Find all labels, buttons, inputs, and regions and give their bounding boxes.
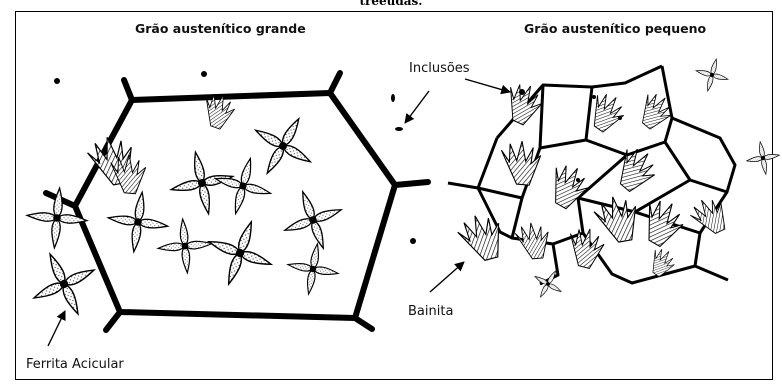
inclusions-arrow-2 (465, 79, 510, 92)
label-bainite: Bainita (408, 304, 453, 319)
small-austenite-grains (391, 55, 782, 305)
bainite-arrow (430, 262, 464, 292)
acicular-ferrite-left (20, 103, 351, 328)
inclusions-right (391, 89, 622, 244)
label-inclusions: Inclusões (409, 61, 470, 76)
inclusions-left (54, 71, 207, 84)
inclusions-arrow-1 (405, 91, 429, 123)
label-acicular-ferrite: Ferrita Acicular (26, 357, 124, 372)
large-austenite-grain (20, 71, 428, 330)
title-small-grain: Grão austenítico pequeno (524, 21, 706, 36)
title-large-grain: Grão austenítico grande (135, 21, 306, 36)
acicular-ferrite-arrow (48, 311, 65, 346)
